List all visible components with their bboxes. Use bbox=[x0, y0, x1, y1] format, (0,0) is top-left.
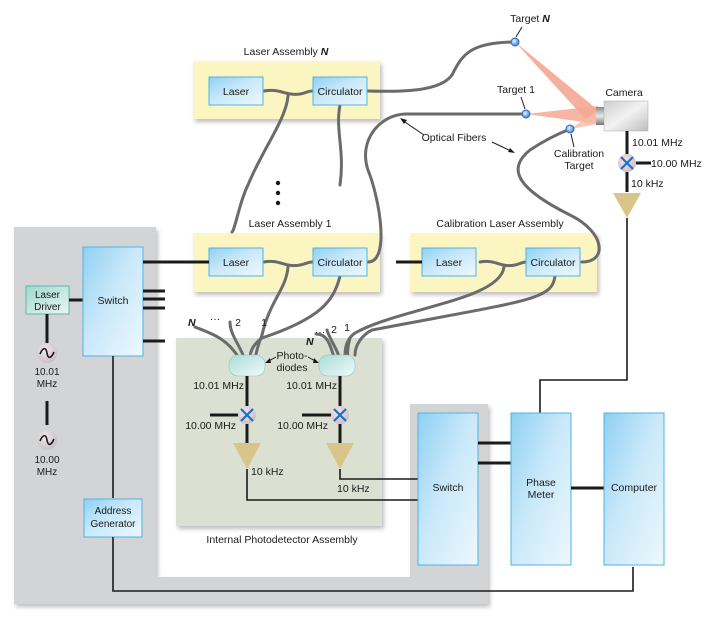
circulator-1-box: Circulator bbox=[312, 247, 368, 277]
switch-right-label: Switch bbox=[433, 482, 464, 494]
computer-box: Computer bbox=[603, 412, 665, 566]
svg-text:1: 1 bbox=[261, 317, 267, 329]
circulator-n-label: Circulator bbox=[318, 86, 363, 98]
calibration-laser-box: Laser bbox=[421, 247, 477, 277]
calibration-target-label-2: Target bbox=[564, 160, 593, 172]
left-amplifier-icon bbox=[233, 443, 261, 469]
camera-mixer-icon bbox=[618, 154, 636, 172]
camera-amplifier-icon bbox=[613, 193, 641, 218]
right-mixer-icon bbox=[331, 406, 349, 424]
camera-freq-out: 10 kHz bbox=[631, 178, 664, 190]
calibration-laser-label: Laser bbox=[436, 257, 463, 269]
photodiodes-label-1: Photo- bbox=[277, 350, 308, 362]
laser-beams bbox=[515, 42, 598, 129]
target-n-marker bbox=[510, 37, 520, 47]
address-generator-box: Address Generator bbox=[83, 498, 143, 538]
photodiode-left bbox=[228, 354, 266, 377]
oscillator-10-01-icon bbox=[37, 343, 57, 363]
camera-icon bbox=[596, 100, 649, 132]
svg-text:2: 2 bbox=[235, 317, 241, 329]
svg-text:Meter: Meter bbox=[528, 489, 555, 501]
oscillator-10-01-label-1: 10.01 bbox=[34, 367, 59, 378]
fiber-labels-left: N ··· 2 1 bbox=[188, 313, 267, 329]
svg-text:Laser: Laser bbox=[35, 290, 61, 301]
laser-n-label: Laser bbox=[223, 86, 250, 98]
photodiode-right bbox=[318, 354, 356, 377]
svg-text:Phase: Phase bbox=[526, 477, 556, 489]
vertical-ellipsis-icon bbox=[275, 180, 281, 206]
svg-text:1: 1 bbox=[344, 322, 350, 334]
left-mixer-icon bbox=[238, 406, 256, 424]
svg-text:···: ··· bbox=[210, 313, 221, 325]
calibration-circulator-box: Circulator bbox=[525, 247, 581, 277]
camera-freq-ref: 10.00 MHz bbox=[651, 158, 702, 170]
switch-right-box: Switch bbox=[417, 412, 479, 566]
oscillator-10-00-label-1: 10.00 bbox=[34, 455, 59, 466]
fiber-labels-right: N ··· 2 1 bbox=[306, 322, 350, 348]
svg-text:Driver: Driver bbox=[34, 302, 61, 313]
left-chain-freq-in: 10.01 MHz bbox=[193, 380, 244, 392]
photodiodes-label-2: diodes bbox=[277, 362, 308, 374]
switch-left-label: Switch bbox=[98, 295, 129, 307]
laser-assembly-1-title: Laser Assembly 1 bbox=[249, 218, 332, 230]
camera-freq-in: 10.01 MHz bbox=[632, 137, 683, 149]
laser-n-box: Laser bbox=[208, 76, 264, 106]
computer-label: Computer bbox=[611, 482, 658, 494]
calibration-target-marker bbox=[565, 124, 575, 134]
target-n-label: Target N bbox=[510, 13, 550, 25]
laser-1-label: Laser bbox=[223, 257, 250, 269]
calibration-assembly-title: Calibration Laser Assembly bbox=[436, 218, 564, 230]
oscillator-10-00-label-2: MHz bbox=[37, 467, 58, 478]
laser-assembly-n-title: Laser Assembly N bbox=[244, 46, 329, 58]
target-1-label: Target 1 bbox=[497, 84, 535, 96]
laser-1-box: Laser bbox=[208, 247, 264, 277]
calibration-circulator-label: Circulator bbox=[531, 257, 576, 269]
right-chain-freq-in: 10.01 MHz bbox=[286, 380, 337, 392]
circulator-n-box: Circulator bbox=[312, 76, 368, 106]
target-1-marker bbox=[521, 109, 531, 119]
oscillator-10-01-label-2: MHz bbox=[37, 379, 58, 390]
svg-text:···: ··· bbox=[315, 326, 326, 338]
photodetector-assembly-title: Internal Photodetector Assembly bbox=[206, 534, 358, 546]
optical-fibers-label: Optical Fibers bbox=[422, 132, 487, 144]
right-chain-freq-ref: 10.00 MHz bbox=[277, 420, 328, 432]
right-chain-freq-out: 10 kHz bbox=[337, 483, 370, 495]
svg-text:N: N bbox=[188, 317, 196, 329]
oscillator-10-00-icon bbox=[37, 430, 57, 450]
switch-left-box: Switch bbox=[82, 246, 144, 357]
svg-text:N: N bbox=[306, 336, 314, 348]
right-amplifier-icon bbox=[326, 443, 354, 469]
svg-text:Address: Address bbox=[95, 506, 132, 517]
svg-text:2: 2 bbox=[331, 324, 337, 336]
optical-fibers bbox=[193, 40, 601, 362]
laser-driver-box: Laser Driver bbox=[25, 285, 70, 315]
circulator-1-label: Circulator bbox=[318, 257, 363, 269]
calibration-target-label-1: Calibration bbox=[554, 148, 604, 160]
phase-meter-box: Phase Meter bbox=[510, 412, 572, 566]
left-chain-freq-out: 10 kHz bbox=[251, 466, 284, 478]
left-chain-freq-ref: 10.00 MHz bbox=[185, 420, 236, 432]
camera-label: Camera bbox=[605, 87, 643, 99]
svg-text:Generator: Generator bbox=[90, 519, 136, 530]
